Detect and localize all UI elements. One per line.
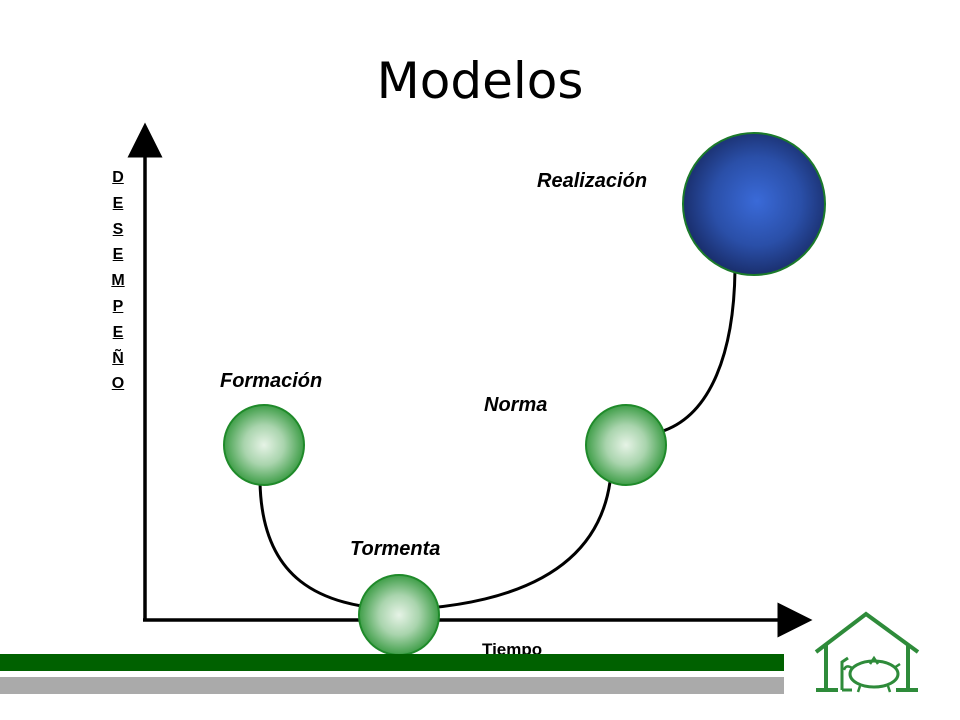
y-axis-letter: M	[111, 272, 125, 290]
node-tormenta	[358, 574, 440, 656]
stage-label-tormenta: Tormenta	[350, 538, 441, 560]
y-axis-letter: E	[112, 194, 124, 212]
y-axis-letter: E	[112, 323, 124, 341]
y-axis-letter: Ñ	[112, 349, 124, 367]
y-axis-letter: P	[112, 297, 124, 315]
slide-title: Modelos	[376, 52, 584, 110]
stage-label-realizacion: Realización	[537, 170, 648, 192]
y-axis-letter: D	[112, 169, 124, 186]
y-axis-letter: S	[112, 220, 124, 238]
footer-gray-bar	[0, 677, 784, 694]
stage-label-norma: Norma	[484, 394, 548, 416]
y-axis-letter: E	[112, 246, 124, 264]
node-realizacion	[682, 132, 826, 276]
stage-label-formacion: Formación	[220, 370, 323, 392]
y-axis-letter: O	[111, 375, 125, 393]
node-formacion	[223, 404, 305, 486]
connector-norma-realizacion	[659, 269, 737, 434]
house-logo-icon	[814, 611, 920, 693]
y-axis-label: D E S E M P E Ñ O	[104, 165, 132, 397]
node-norma	[585, 404, 667, 486]
footer-green-bar	[0, 654, 784, 671]
